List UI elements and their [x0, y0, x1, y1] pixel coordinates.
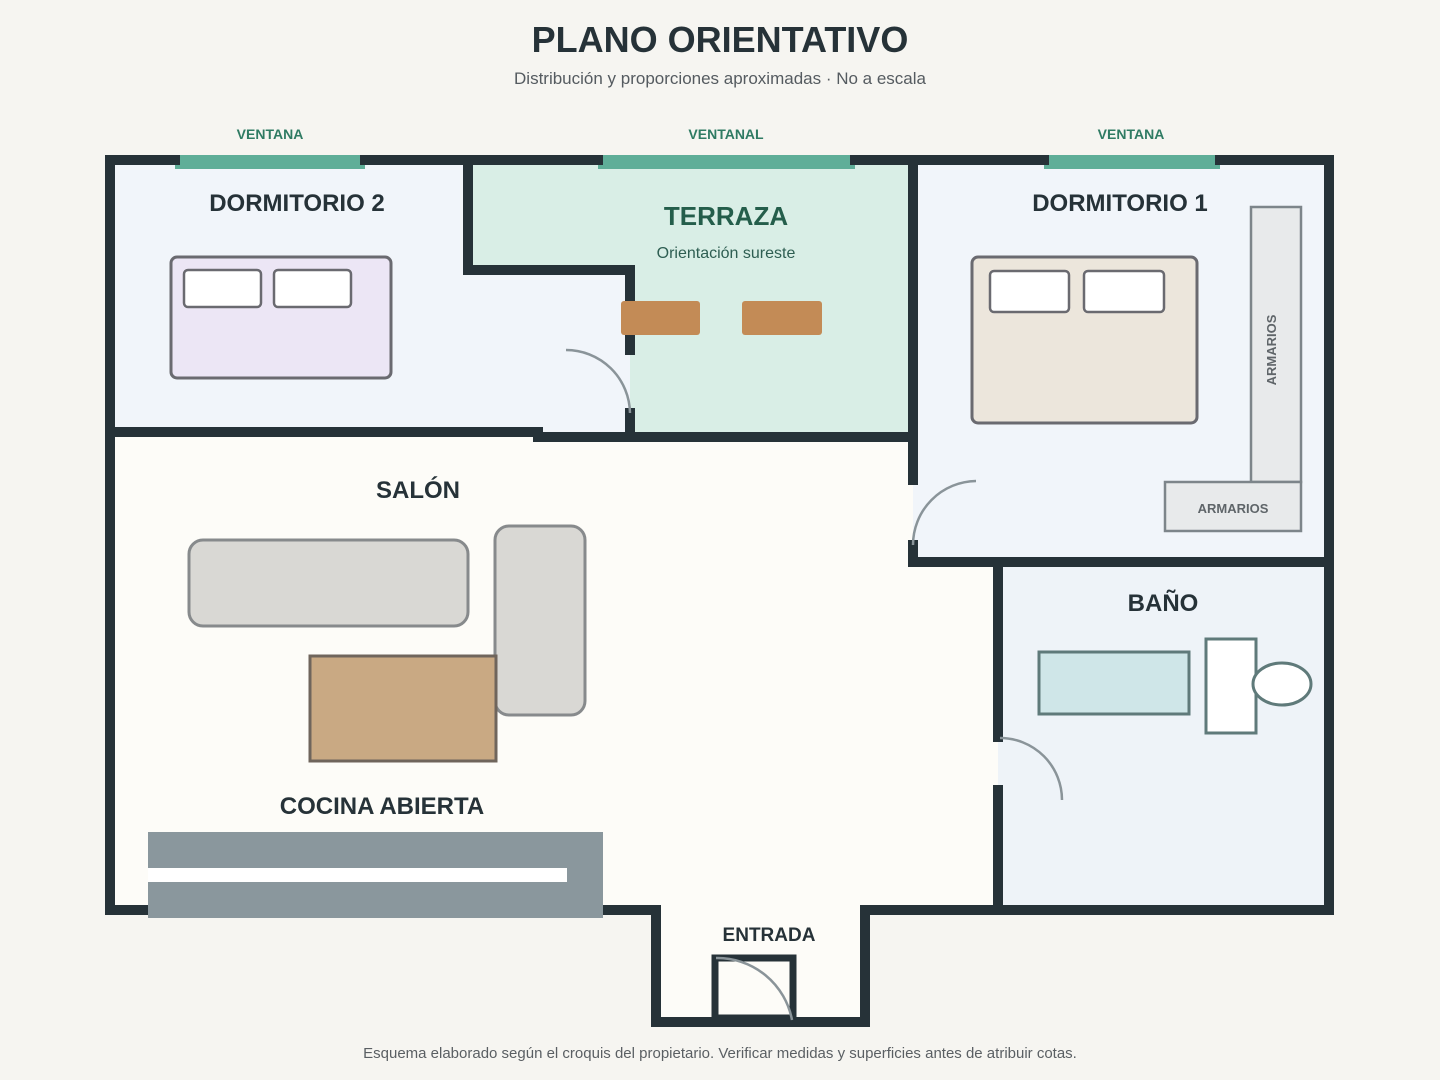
bed-dormitorio-2: [169, 255, 393, 380]
door-entrada: [715, 956, 794, 1021]
room-dormitorio-2-extension: [468, 270, 630, 432]
window-right: [1044, 155, 1220, 169]
window-label-left: VENTANA: [237, 126, 304, 142]
footer-note: Esquema elaborado según el croquis del p…: [363, 1045, 1077, 1062]
window-label-right: VENTANA: [1098, 126, 1165, 142]
entrada-fill: [656, 910, 865, 1022]
bed-dormitorio-1: [970, 255, 1199, 425]
coffee-table: [308, 654, 498, 763]
room-label-dormitorio-1: DORMITORIO 1: [1032, 190, 1208, 217]
sofa-main: [187, 538, 470, 628]
entrance-door-frame: [711, 954, 797, 1022]
terraza-orientation: Orientación sureste: [657, 245, 796, 262]
page-subtitle: Distribución y proporciones aproximadas …: [514, 69, 927, 88]
room-label-entrada: ENTRADA: [723, 925, 816, 946]
pillow: [988, 269, 1071, 314]
bathtub: [1037, 650, 1191, 716]
doors: [565, 348, 1064, 801]
room-bano-fill: [998, 562, 1329, 910]
wardrobe-horizontal: [1163, 480, 1303, 533]
pillow: [272, 268, 353, 309]
room-label-terraza: TERRAZA: [664, 201, 788, 231]
wardrobe-horizontal-label: ARMARIOS: [1198, 501, 1269, 516]
door-dormitorio-1: [911, 479, 977, 546]
pillow: [182, 268, 263, 309]
pillow: [1082, 269, 1166, 314]
window-center: [598, 155, 855, 169]
terrace-bench-right: [742, 301, 822, 335]
toilet-bowl: [1251, 661, 1313, 707]
kitchen-counter: [148, 832, 603, 918]
window-label-center: VENTANAL: [688, 126, 764, 142]
wardrobe-vertical-label: ARMARIOS: [1264, 314, 1279, 385]
window-left: [175, 155, 365, 169]
sofa-side: [493, 524, 587, 717]
room-label-dormitorio-2: DORMITORIO 2: [209, 190, 385, 217]
wardrobe-vertical: [1249, 205, 1303, 484]
door-dormitorio-2: [565, 348, 632, 414]
toilet-tank: [1204, 637, 1258, 735]
page-title: PLANO ORIENTATIVO: [532, 19, 909, 60]
room-label-salon: SALÓN: [376, 476, 460, 504]
room-terraza-fill: [468, 160, 913, 437]
room-label-bano: BAÑO: [1128, 589, 1199, 617]
terrace-bench-left: [621, 301, 700, 335]
room-label-cocina: COCINA ABIERTA: [280, 793, 484, 820]
door-bano: [999, 736, 1064, 801]
